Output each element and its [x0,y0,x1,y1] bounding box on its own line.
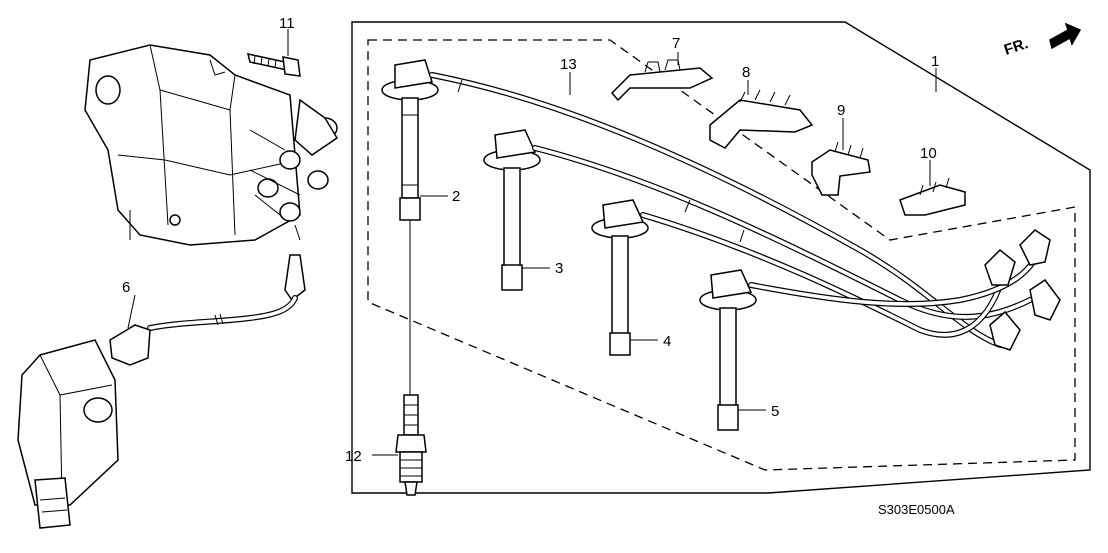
plug-wire-3-part [483,129,541,291]
callout-13: 13 [560,56,577,73]
plug-wire-cables [429,72,1043,348]
callout-2: 2 [452,188,460,205]
callout-1: 1 [931,53,939,70]
callout-3: 3 [555,260,563,277]
cylinder-connectors [984,229,1061,351]
wire-clamp-9-part [811,141,871,196]
ignition-wire-part [109,254,306,366]
wire-clamp-10-part [899,177,966,216]
callout-11: 11 [279,15,295,32]
front-direction-label: FR. [1002,35,1030,59]
spark-plug-part [395,394,427,496]
callout-6: 6 [122,279,130,296]
distributor-part [84,44,339,246]
callout-7: 7 [672,35,680,52]
ignition-coil-part [17,339,119,529]
plug-wire-5-part [699,269,757,431]
callout-4: 4 [663,333,671,350]
plug-wire-4-part [591,199,649,356]
front-arrow-icon [1049,22,1082,50]
callout-9: 9 [837,102,845,119]
wire-clamp-8-part [709,89,814,149]
callout-10: 10 [920,145,937,162]
drawing-code: S303E0500A [878,502,955,517]
callout-8: 8 [742,64,750,81]
callout-12: 12 [345,448,362,465]
assembly-outline-dashed [367,39,1076,471]
plug-wire-2-part [381,59,439,395]
assembly-outline-solid [351,21,1091,494]
callout-5: 5 [771,403,779,420]
bolt-part [246,53,301,77]
wire-clamp-7-part [610,59,714,102]
